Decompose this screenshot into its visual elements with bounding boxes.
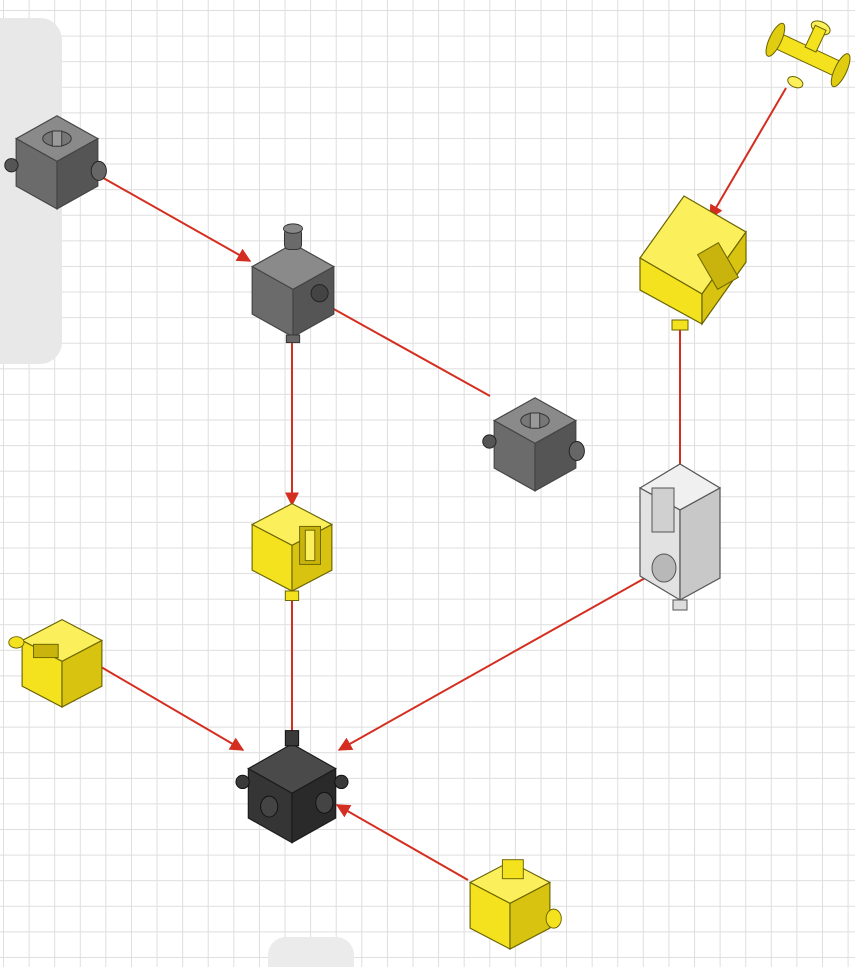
yellow-clip-bottom[interactable] bbox=[469, 859, 562, 950]
black-cube-hub[interactable] bbox=[235, 730, 349, 844]
arrow-topleft-to-center bbox=[97, 174, 252, 262]
gray-cube-top-left[interactable] bbox=[4, 115, 107, 210]
arrow-right-to-center bbox=[312, 297, 491, 397]
yellow-clip-center[interactable] bbox=[251, 503, 333, 601]
gray-holder-block[interactable] bbox=[638, 463, 722, 611]
yellow-spool-top[interactable] bbox=[755, 5, 855, 105]
arrow-spool-to-angle bbox=[709, 87, 787, 220]
yellow-clip-left[interactable] bbox=[8, 619, 103, 708]
arrow-holder-to-hub bbox=[337, 572, 655, 751]
connection-arrows bbox=[95, 87, 787, 881]
arrow-bottomclip-to-hub bbox=[335, 804, 469, 881]
gray-cube-center[interactable] bbox=[251, 223, 335, 344]
gray-cube-right[interactable] bbox=[482, 397, 585, 492]
arrow-leftclip-to-hub bbox=[95, 663, 245, 751]
yellow-angle-block[interactable] bbox=[639, 195, 747, 331]
